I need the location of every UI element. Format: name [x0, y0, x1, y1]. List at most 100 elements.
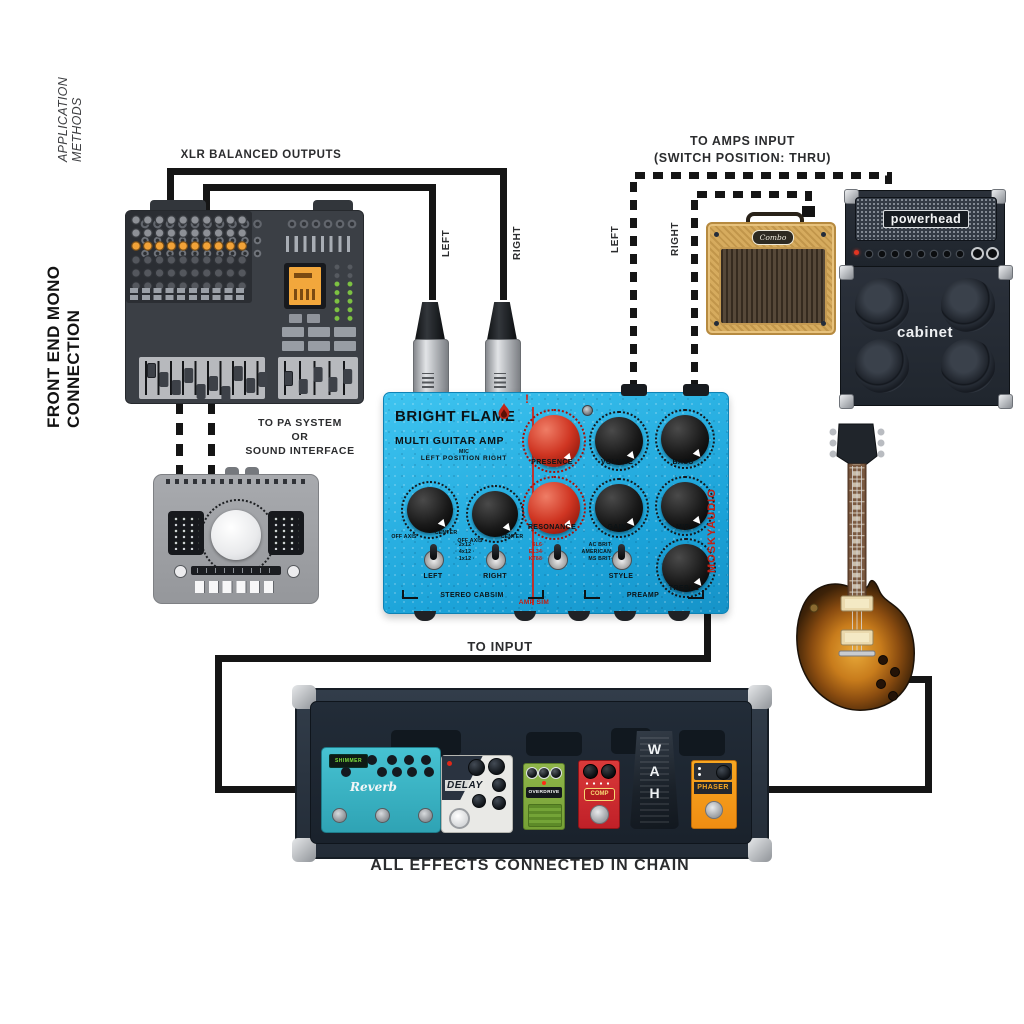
- combo-logo-badge: Combo: [752, 230, 794, 245]
- cab-option: · 2x12 ·: [455, 542, 475, 548]
- interface-top-knob: [225, 467, 239, 476]
- label-cable-left: LEFT: [441, 229, 452, 257]
- amp-option: 6L6·: [532, 542, 544, 548]
- presence-label: PRESENCE: [531, 459, 573, 466]
- comp-knob: [601, 764, 616, 779]
- label-cable-right: RIGHT: [512, 225, 523, 261]
- resonance-label: RESONANCE: [527, 524, 577, 531]
- section-bracket: [402, 590, 418, 599]
- label-to-pa: TO PA SYSTEM OR SOUND INTERFACE: [240, 416, 360, 458]
- style-switch: [612, 544, 632, 570]
- style-option: AC BRIT·: [588, 542, 613, 548]
- xlr-plug-right: [485, 296, 521, 396]
- section-cabsim: STEREO CABSIM: [440, 592, 504, 599]
- label-amp-right: RIGHT: [670, 221, 681, 257]
- label-to-amps: TO AMPS INPUT (SWITCH POSITION: THRU): [640, 133, 845, 167]
- pedal-footswitch: [668, 611, 690, 621]
- delay-knob: [488, 758, 505, 775]
- pedal-footswitch: [568, 611, 590, 621]
- delay-knob: [492, 778, 506, 792]
- speaker: [941, 339, 995, 393]
- mixer-aux-inputs: [286, 218, 359, 230]
- knob-face: [661, 482, 709, 530]
- combo-screw: [714, 232, 719, 237]
- mixer-button: [282, 327, 304, 337]
- footswitch: [375, 808, 390, 823]
- delay-pedal: DELAY: [441, 755, 513, 833]
- alert-mark: !: [525, 392, 529, 406]
- xlr-barrel: [485, 339, 521, 396]
- pedal-brand: BRIGHT FLAME: [395, 408, 516, 425]
- mixer-meter-leds-off: [332, 263, 357, 280]
- mixer-switch-row: [286, 236, 356, 252]
- mixer-screen-button: [289, 314, 302, 323]
- cab-options: · 2x12 · · 4x12 · · 1x12 ·: [444, 542, 486, 563]
- delay-led: [447, 761, 452, 766]
- section-bracket: [528, 590, 544, 599]
- reverb-screen: SHIMMER: [329, 754, 368, 768]
- mixer-button: [282, 341, 304, 351]
- mixer-knob-row: [130, 240, 248, 252]
- phaser-logo: PHASER: [694, 782, 732, 794]
- style-options: AC BRIT· AMERICAN· MS BRIT·: [565, 542, 613, 563]
- mic-position-label: LEFT POSITION RIGHT: [420, 455, 508, 462]
- amp-head-grille: powerhead: [855, 197, 997, 241]
- section-ampsim: AMP SIM: [518, 599, 550, 606]
- interface-meter-panel-right: [268, 511, 304, 555]
- amp-sim-switch: [548, 544, 568, 570]
- mixer-fader-slots: [145, 361, 259, 395]
- mic-position-group: MIC LEFT POSITION RIGHT: [406, 449, 522, 462]
- center-label: CENTER: [500, 534, 524, 540]
- label-to-pa-line2: OR: [291, 431, 309, 443]
- mixer-screen-button: [307, 314, 320, 323]
- section-preamp: PREAMP: [626, 592, 660, 599]
- amp-option: EL34·: [528, 549, 544, 555]
- bass-label: BASS: [672, 459, 694, 466]
- interface-meter: [273, 516, 299, 550]
- treble-knob: [656, 538, 716, 598]
- off-axis-label: OFF AXIS: [457, 538, 483, 544]
- phaser-panel: [694, 763, 732, 780]
- patch-cable: [679, 730, 725, 756]
- pedal-footswitch: [514, 611, 536, 621]
- power-led: [854, 250, 859, 255]
- style-option: MS BRIT·: [588, 556, 613, 562]
- interface-round-button: [287, 565, 300, 578]
- corner-cap: [998, 265, 1013, 280]
- center-label: CENTER: [434, 530, 458, 536]
- mixer-lcd-bars: [294, 289, 318, 300]
- pedal-maker: MOSKYAUDIO: [706, 488, 718, 573]
- amp-head-jack: [971, 247, 984, 260]
- footswitch: [590, 805, 609, 824]
- xlr-grille: [422, 373, 434, 388]
- reverb-knobs: [367, 755, 377, 765]
- comp-knob: [583, 764, 598, 779]
- overdrive-knob: [538, 767, 550, 779]
- phaser-dots: [698, 767, 701, 770]
- footswitch: [332, 808, 347, 823]
- resonance-knob: [522, 476, 586, 540]
- mixer-meter-leds: [332, 280, 357, 324]
- mixer-button: [334, 341, 356, 351]
- volume-knob: [589, 411, 649, 471]
- sidebar-category: APPLICATION METHODS: [56, 76, 84, 162]
- label-effects-chain: ALL EFFECTS CONNECTED IN CHAIN: [370, 857, 690, 874]
- wah-pedal: WAH: [630, 731, 679, 829]
- xlr-plug-left: [413, 296, 449, 396]
- presence-knob: [522, 409, 586, 473]
- mixing-console: [125, 200, 364, 404]
- delay-knob: [472, 794, 486, 808]
- combo-body: Combo: [706, 222, 836, 335]
- mic-label: MIC: [458, 449, 470, 455]
- cable-xlr-right: [167, 168, 507, 300]
- volume-label: VOLUME: [600, 459, 634, 466]
- amp-head: powerhead: [844, 189, 1006, 270]
- overdrive-pedal: OVERDRIVE: [523, 763, 565, 830]
- cab-right-switch: [486, 544, 506, 570]
- interface-label-strip: [191, 566, 281, 575]
- cable-dashed-left-amp: [630, 172, 892, 390]
- interface-top-knob: [245, 467, 259, 476]
- knob-face: [528, 415, 580, 467]
- mid-knob: [655, 476, 715, 536]
